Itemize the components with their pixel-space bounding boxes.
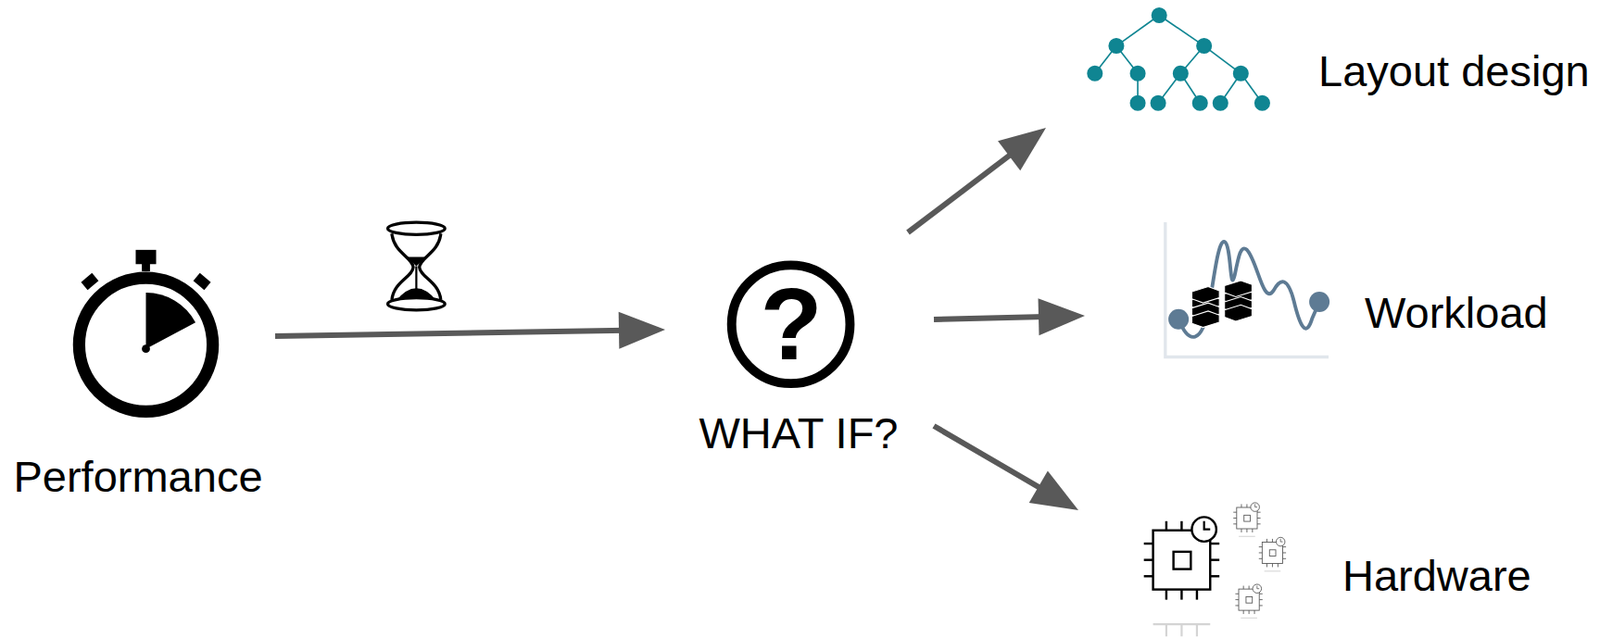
arrow-head <box>997 127 1046 171</box>
arrow-group <box>907 127 1046 233</box>
arrow-group <box>933 298 1085 336</box>
workload-chart-icon <box>1165 222 1330 357</box>
node-label: Layout design <box>1318 46 1590 97</box>
stopwatch-node: Performance <box>7 242 272 507</box>
what-if-node: ? WHAT IF? <box>690 222 908 468</box>
workload-node: Workload <box>1158 214 1594 364</box>
node-label: Hardware <box>1342 551 1532 602</box>
layout-node: Layout design <box>1082 3 1595 117</box>
hourglass-icon <box>388 222 446 311</box>
question-circle <box>731 264 851 384</box>
arrow-connector <box>275 330 627 337</box>
arrow-connector <box>933 426 1045 492</box>
arrow-group <box>275 312 666 350</box>
arrow-connector <box>907 151 1015 233</box>
tree-icon <box>1087 8 1270 111</box>
stopwatch-icon <box>78 250 213 413</box>
arrow-group <box>933 426 1079 511</box>
hardware-icon <box>1144 503 1286 637</box>
question-mark: ? <box>759 273 822 376</box>
hardware-node: Hardware <box>1134 494 1597 638</box>
arrow-connector <box>933 316 1046 320</box>
node-label: Performance <box>12 452 263 503</box>
arrow-head <box>1038 298 1085 336</box>
arrow-head <box>1029 471 1079 511</box>
node-label: Workload <box>1364 288 1549 339</box>
node-label: WHAT IF? <box>699 408 899 459</box>
arrow-head <box>618 312 666 350</box>
